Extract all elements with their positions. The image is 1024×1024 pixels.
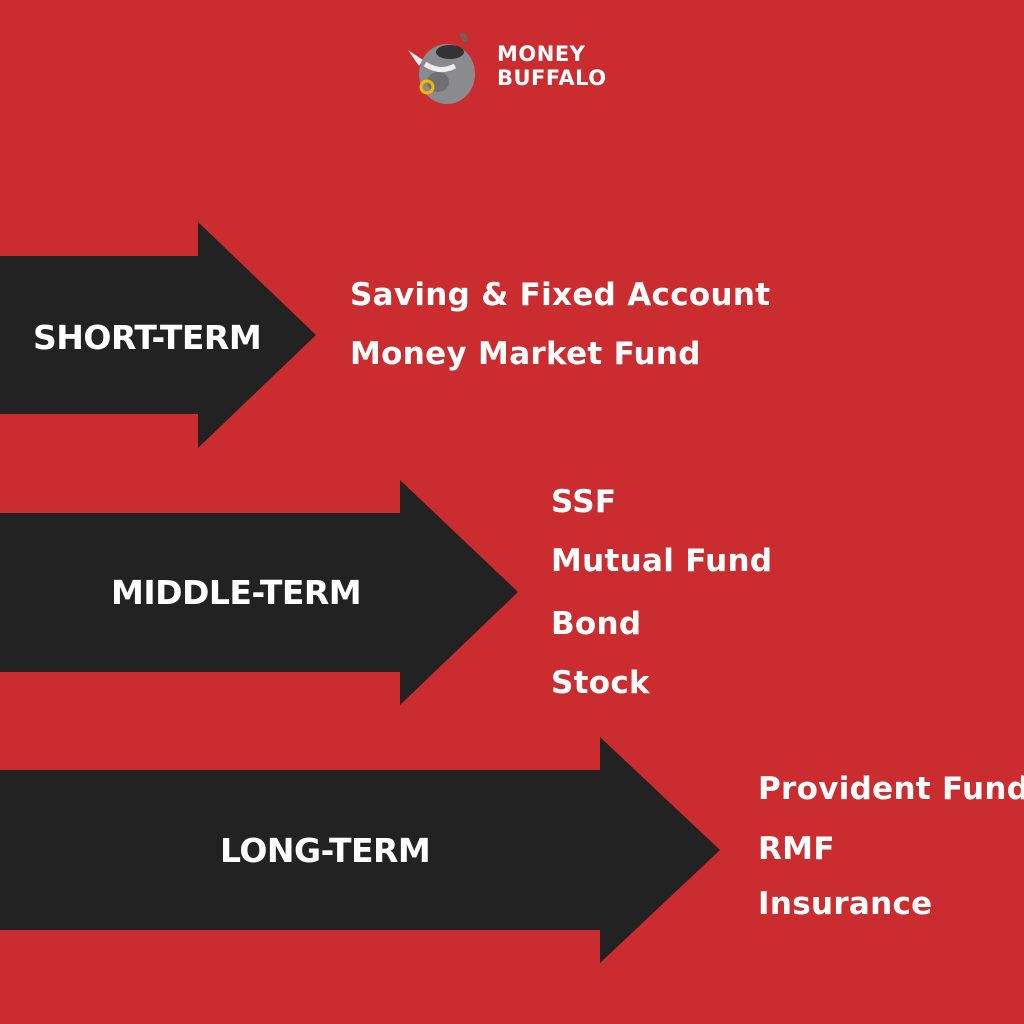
list-item: Stock	[551, 665, 650, 701]
list-item: Provident Fund	[758, 771, 1024, 807]
short-term-label: SHORT-TERM	[33, 318, 262, 357]
middle-term-label: MIDDLE-TERM	[111, 573, 362, 612]
list-item: Money Market Fund	[350, 336, 701, 372]
middle-term-arrow	[0, 480, 518, 705]
long-term-label: LONG-TERM	[220, 831, 431, 870]
list-item: Bond	[551, 606, 642, 642]
list-item: SSF	[551, 484, 617, 520]
brand-line1: MONEY	[497, 42, 586, 66]
buffalo-icon	[408, 33, 475, 104]
brand-line2: BUFFALO	[497, 66, 607, 90]
money-buffalo-logo: MONEY BUFFALO	[405, 32, 620, 107]
short-term-arrow	[0, 222, 316, 448]
long-term-arrow	[0, 737, 720, 963]
list-item: Mutual Fund	[551, 543, 773, 579]
list-item: Insurance	[758, 886, 933, 922]
list-item: Saving & Fixed Account	[350, 277, 771, 313]
list-item: RMF	[758, 831, 835, 867]
